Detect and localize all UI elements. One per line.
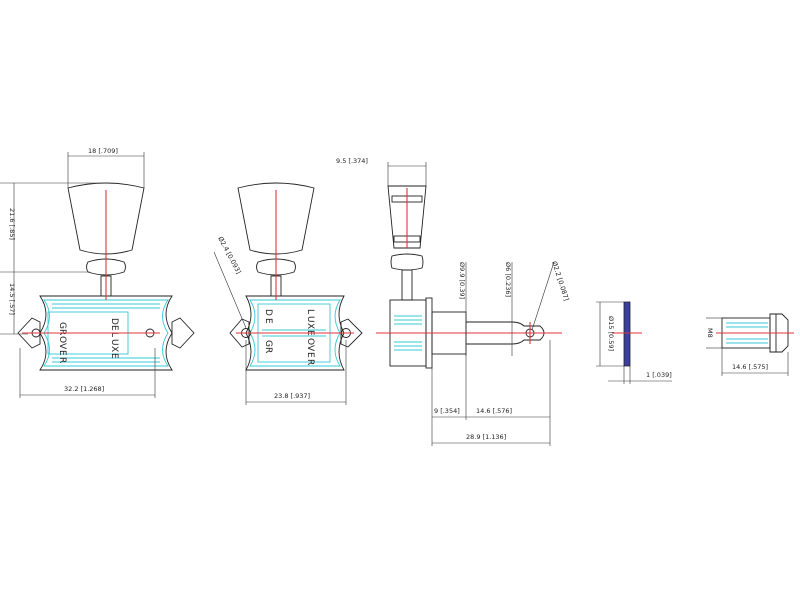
- front-text-col2-5: E: [109, 353, 119, 359]
- back-text-row1-2: L: [305, 309, 315, 314]
- side-button-collar: [390, 253, 424, 271]
- side-housing-stripes: [394, 315, 422, 351]
- front-plate-outline: [39, 295, 173, 371]
- nut-length-label: 14.6 [.575]: [732, 363, 768, 371]
- back-text-row2-0: G: [263, 340, 273, 347]
- front-view: G R O V E R D E L U X E 18 [.709] 21.6 […: [0, 147, 195, 398]
- back-text-row2-3: V: [305, 345, 315, 352]
- front-shaft-height-label: 14.5 [.57]: [8, 283, 16, 315]
- back-text-row2-4: E: [305, 352, 315, 358]
- back-screw-hole-leader: [213, 251, 247, 329]
- nut-thread-label: M8: [706, 328, 714, 338]
- front-text-col2-3: U: [109, 339, 119, 346]
- back-screw-hole-label: Ø2.4 [0.093]: [216, 235, 242, 275]
- back-text-row2-1: R: [263, 347, 273, 353]
- front-text-col2-4: X: [109, 346, 119, 352]
- front-text-col2-0: D: [109, 318, 119, 325]
- front-plate-width-label: 32.2 [1.268]: [64, 385, 104, 393]
- back-view: D E L U X E G R O V E R Ø2.4 [0.093] 23.…: [213, 182, 363, 405]
- nut-thread-lines: [726, 322, 768, 344]
- front-text-col1-3: V: [57, 343, 67, 350]
- front-right-ornament: [171, 317, 195, 349]
- front-text-col1-1: R: [57, 329, 67, 335]
- back-plate-text: D E L U X E G R O V E R: [263, 309, 315, 365]
- side-post-dia2-label: Ø6 [0.236]: [504, 262, 512, 297]
- front-button-collar: [86, 258, 126, 276]
- front-text-col1-4: E: [57, 350, 67, 356]
- side-string-post: [465, 321, 545, 345]
- front-plate-text: G R O V E R D E L U X E: [57, 318, 119, 363]
- front-text-col1-2: O: [57, 336, 67, 343]
- front-button-width-label: 18 [.709]: [88, 147, 118, 155]
- washer-part: [623, 301, 631, 367]
- side-bushing-length-label: 9 [.354]: [434, 407, 460, 415]
- side-post-length-label: 14.6 [.576]: [476, 407, 512, 415]
- side-button-width-label: 9.5 [.374]: [336, 157, 368, 165]
- back-plate-outline: [245, 295, 345, 371]
- front-text-col2-2: L: [109, 332, 119, 337]
- front-plate-stripes: [52, 303, 160, 363]
- side-string-hole-label: Ø2.2 [0.087]: [550, 260, 570, 302]
- back-button-collar: [256, 258, 296, 276]
- side-post-dia1-label: Ø9.9 [0.39]: [458, 262, 466, 299]
- side-string-hole-leader: [531, 261, 555, 331]
- back-text-row2-2: O: [305, 338, 315, 345]
- back-text-row1-1: E: [263, 318, 273, 324]
- back-tuner-button: [237, 182, 315, 255]
- front-text-col1-5: R: [57, 357, 67, 363]
- washer-view: Ø15 [0.59] 1 [.039]: [596, 301, 672, 384]
- back-plate-inner-outline: [249, 299, 341, 367]
- side-total-length-label: 28.9 [1.136]: [466, 433, 506, 441]
- front-tuner-button: [67, 182, 145, 255]
- nut-hex-head: [769, 313, 789, 353]
- side-tuner-button: [387, 185, 427, 249]
- nut-view: M8 14.6 [.575]: [706, 313, 794, 376]
- front-text-col1-0: G: [57, 322, 67, 329]
- back-text-row1-3: U: [305, 316, 315, 323]
- washer-dia-label: Ø15 [0.59]: [607, 316, 615, 351]
- side-shaft: [401, 269, 413, 301]
- side-view: 9.5 [.374] Ø9.9 [0.39] Ø6 [0.236] Ø2.2 […: [336, 157, 570, 446]
- back-right-ornament: [340, 318, 363, 348]
- back-text-row1-0: D: [263, 309, 273, 316]
- back-text-row1-4: X: [305, 323, 315, 329]
- washer-thickness-label: 1 [.039]: [646, 371, 672, 379]
- back-text-row2-5: R: [305, 359, 315, 365]
- back-hole-spacing-label: 23.8 [.937]: [274, 392, 310, 400]
- front-button-height-label: 21.6 [.85]: [8, 208, 16, 240]
- front-text-col2-1: E: [109, 325, 119, 331]
